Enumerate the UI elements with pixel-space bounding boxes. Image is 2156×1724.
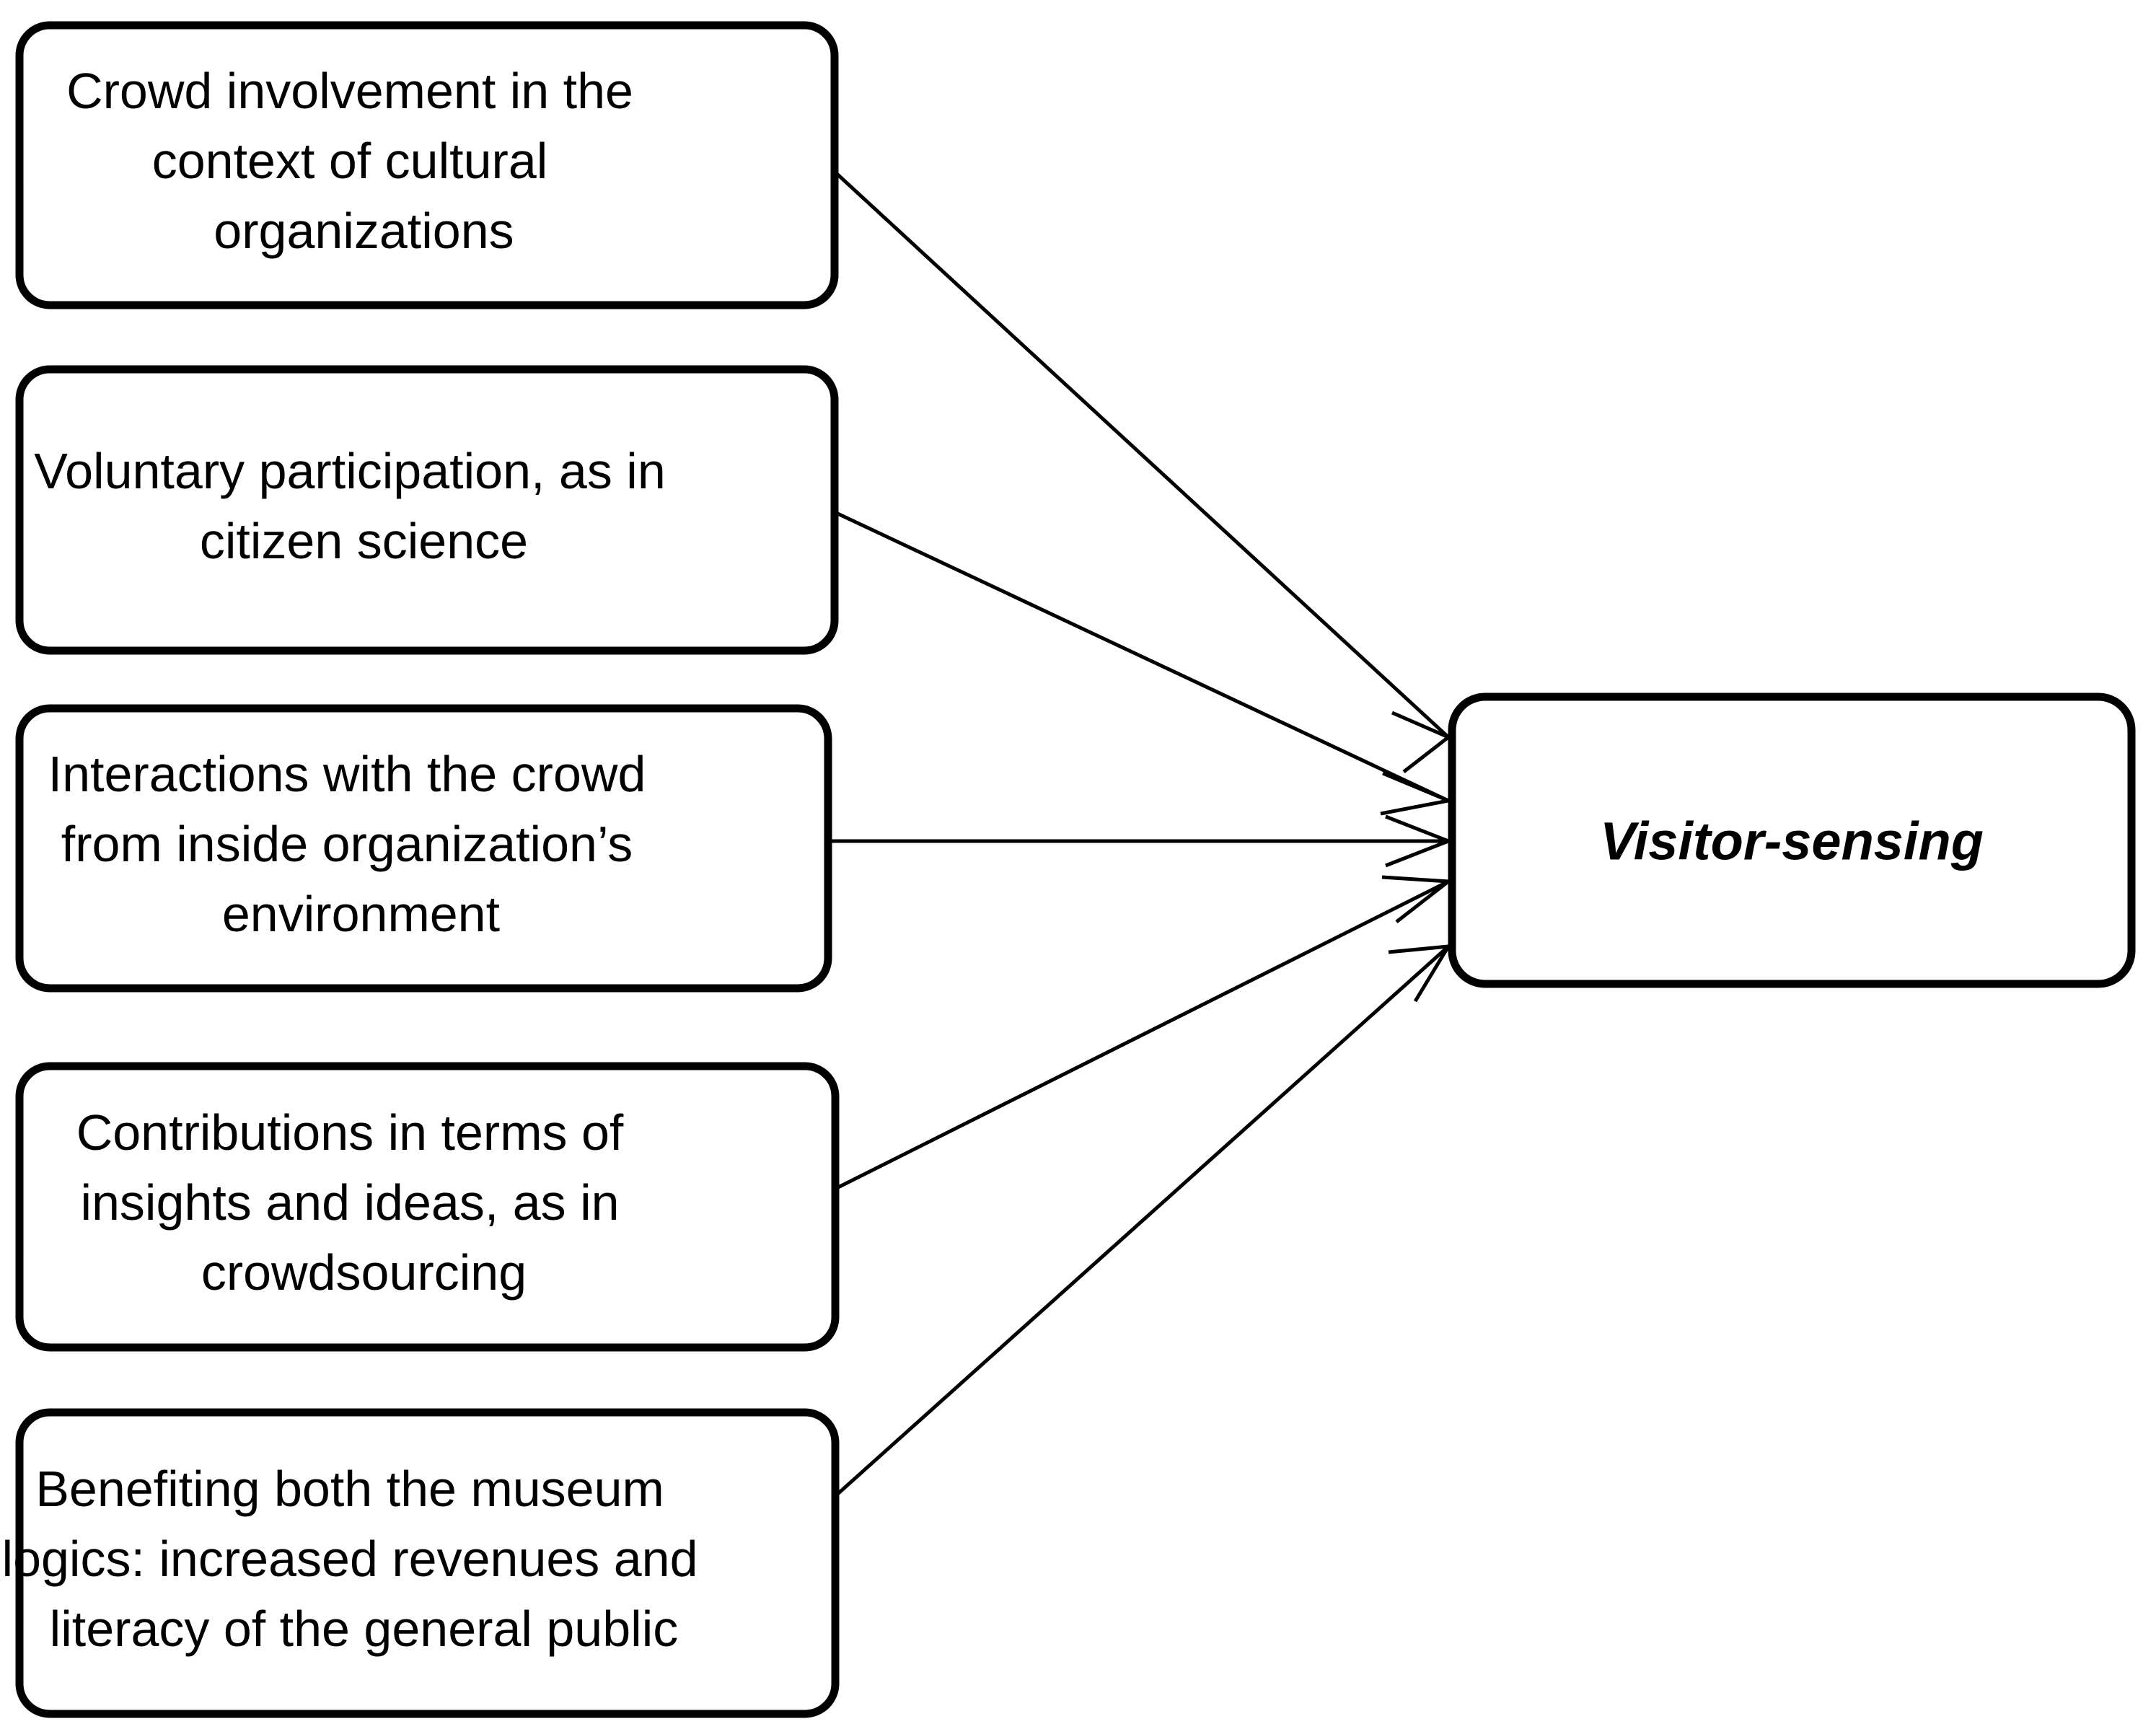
node-contributions-crowdsourcing-box[interactable] (15, 1062, 840, 1352)
connector-line-1 (833, 170, 1450, 739)
arrow-head-2 (1380, 771, 1455, 816)
arrow-head-1 (1391, 711, 1452, 773)
connector-contributions-crowdsourcing (834, 875, 1453, 1191)
connector-line-2 (833, 510, 1450, 803)
node-voluntary-participation-box[interactable] (15, 365, 839, 655)
node-crowd-interactions-label: Interactions with the crowd from inside … (48, 746, 801, 942)
connector-crowd-involvement (833, 170, 1452, 773)
connector-voluntary-participation (833, 510, 1455, 816)
node-crowd-involvement[interactable]: Crowd involvement in the context of cult… (15, 21, 839, 309)
connector-line-5 (834, 945, 1450, 1497)
node-crowd-interactions-box[interactable] (15, 704, 832, 993)
node-voluntary-participation-label: Voluntary participation, as in citizen s… (34, 443, 819, 569)
connector-crowd-interactions (828, 814, 1453, 868)
node-voluntary-participation[interactable]: Voluntary participation, as in citizen s… (15, 365, 839, 655)
node-contributions-crowdsourcing[interactable]: Contributions in terms of insights and i… (15, 1062, 840, 1352)
node-visitor-sensing-label: Visitor-sensing (1600, 812, 1984, 871)
connector-group (828, 170, 1455, 1497)
node-crowd-involvement-label: Crowd involvement in the context of cult… (66, 63, 788, 259)
connector-museum-logics-benefit (834, 944, 1452, 1497)
node-crowd-involvement-box[interactable] (15, 21, 839, 309)
node-crowd-interactions[interactable]: Interactions with the crowd from inside … (15, 704, 832, 993)
node-visitor-sensing-box[interactable] (1448, 692, 2136, 988)
source-nodes: Crowd involvement in the context of cult… (2, 21, 853, 1718)
node-contributions-crowdsourcing-label: Contributions in terms of insights and i… (76, 1104, 778, 1301)
node-museum-logics-benefit-box[interactable] (15, 1408, 840, 1718)
node-visitor-sensing[interactable]: Visitor-sensing (1448, 692, 2136, 988)
connector-line-4 (834, 879, 1450, 1191)
node-museum-logics-benefit-label: Benefiting both the museum logics: incre… (2, 1461, 853, 1657)
node-museum-logics-benefit[interactable]: Benefiting both the museum logics: incre… (2, 1408, 853, 1718)
